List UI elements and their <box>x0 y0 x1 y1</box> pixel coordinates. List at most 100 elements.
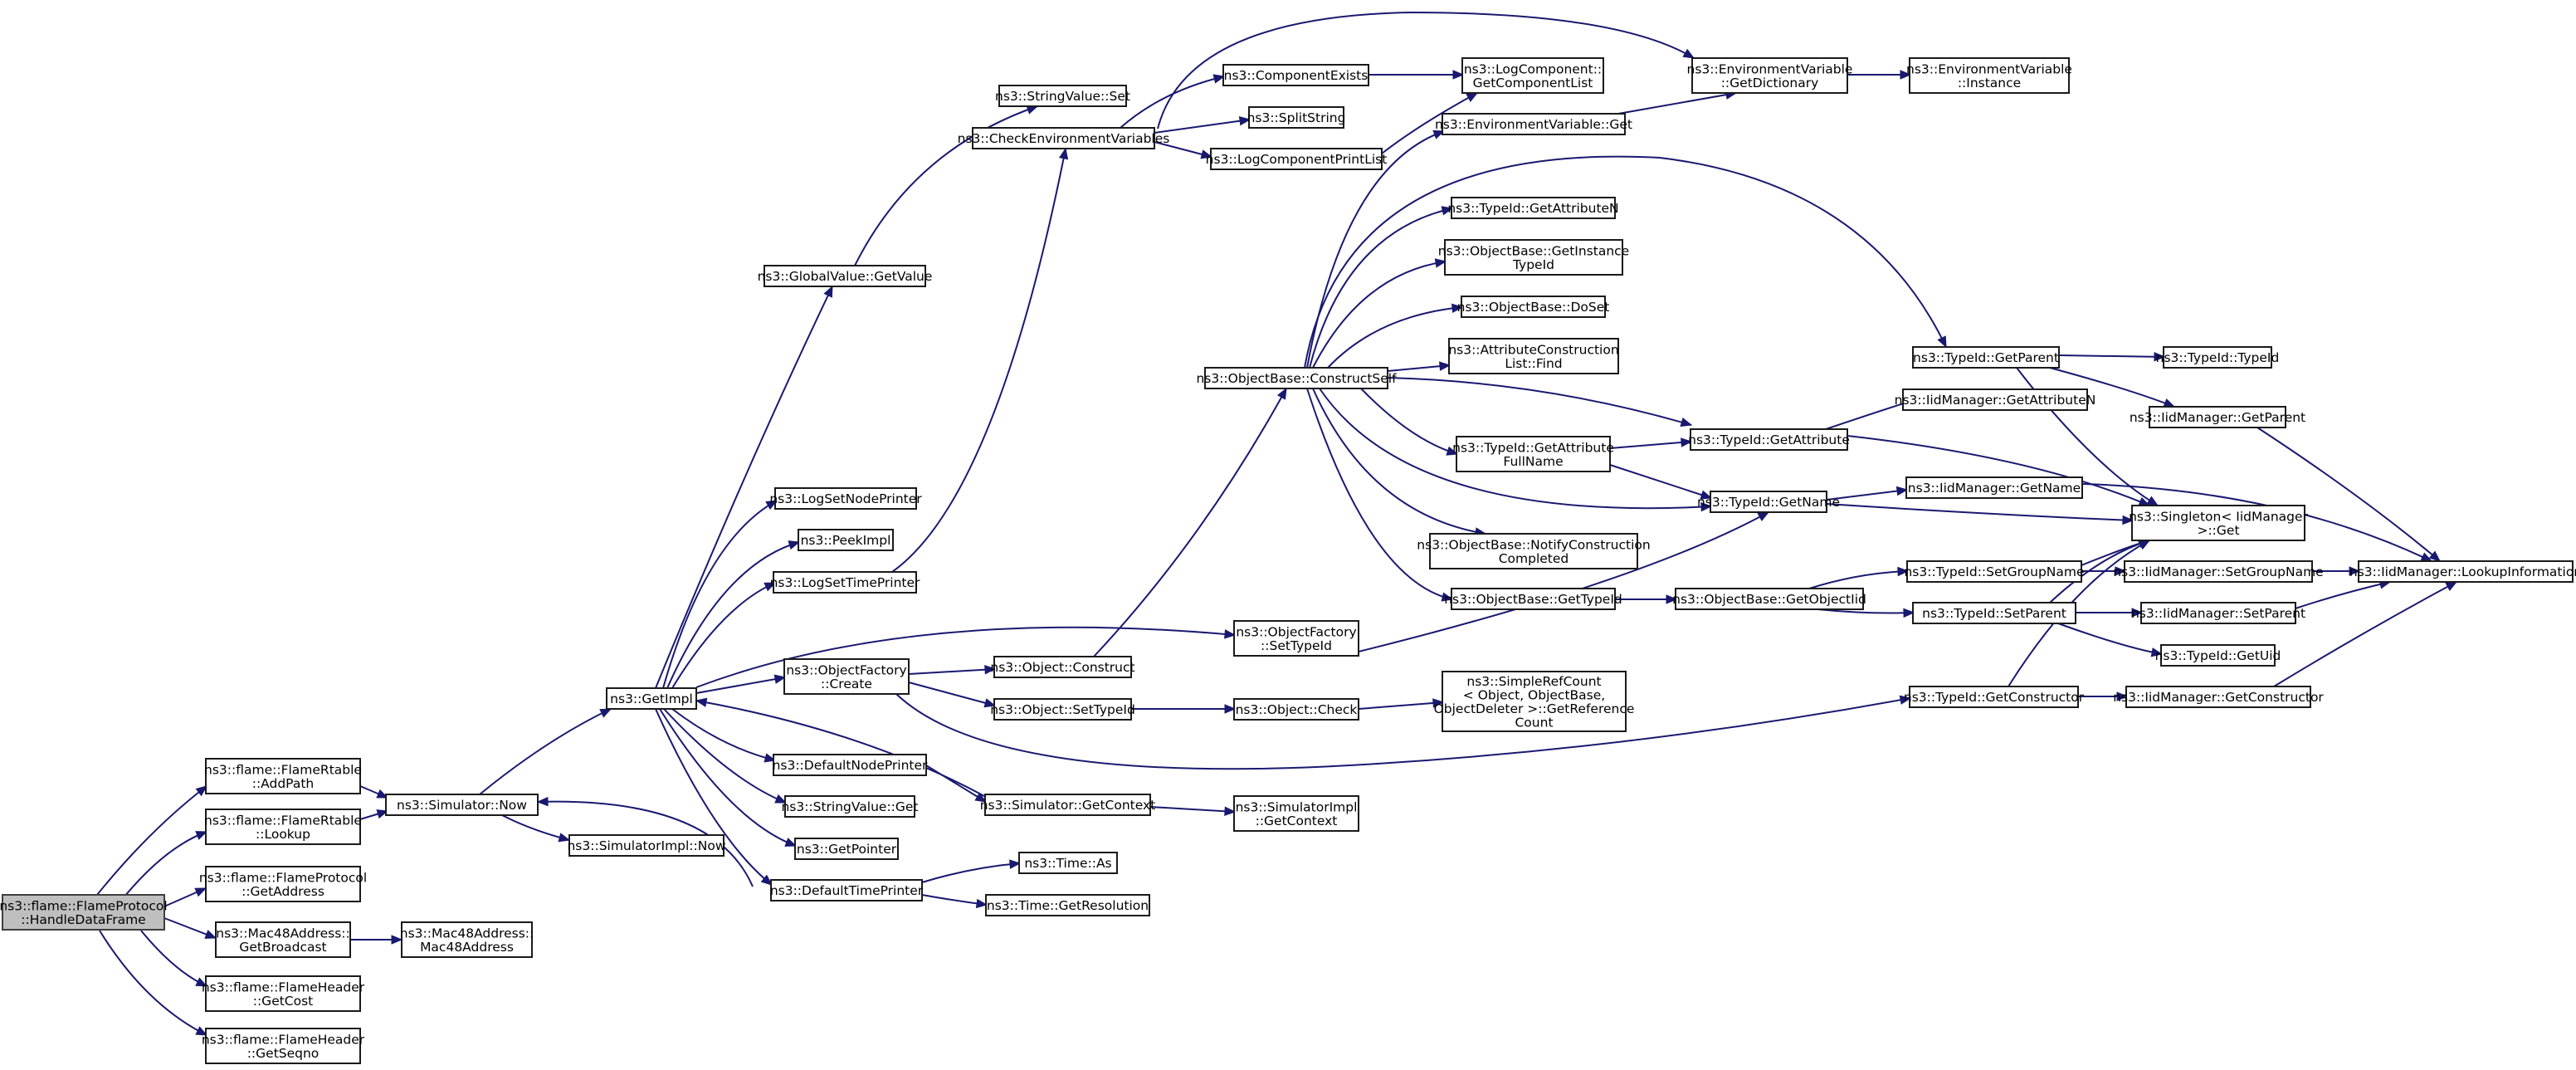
node-function[interactable]: ns3::Mac48Address::Mac48Address <box>400 921 534 958</box>
node-label: ns3::Object::SetTypeId <box>990 702 1135 717</box>
node-function[interactable]: ns3::DefaultNodePrinter <box>773 754 928 776</box>
node-function[interactable]: ns3::LogSetNodePrinter <box>769 487 922 510</box>
node-function[interactable]: ns3::LogComponentPrintList <box>1206 148 1388 170</box>
node-function[interactable]: ns3::CheckEnvironmentVariables <box>958 127 1170 149</box>
nodes-layer: ns3::flame::FlameProtocol::HandleDataFra… <box>0 57 2576 1064</box>
edge-line <box>2049 540 2150 603</box>
edge-n25-to-n34 <box>1149 806 1237 817</box>
node-function[interactable]: ns3::Object::SetTypeId <box>990 698 1135 721</box>
node-function[interactable]: ns3::SimpleRefCount< Object, ObjectBase,… <box>1434 671 1635 732</box>
node-function[interactable]: ns3::IidManager::GetName <box>1905 476 2083 499</box>
node-function[interactable]: ns3::ComponentExists <box>1222 64 1369 86</box>
node-function[interactable]: ns3::SimulatorImpl::GetContext <box>1233 795 1359 832</box>
node-box <box>2125 686 2311 708</box>
node-function[interactable]: ns3::EnvironmentVariable::Instance <box>1906 57 2072 94</box>
node-function[interactable]: ns3::TypeId::GetName <box>1697 491 1840 513</box>
node-function[interactable]: ns3::IidManager::SetGroupName <box>2113 560 2324 583</box>
node-function[interactable]: ns3::GlobalValue::GetValue <box>758 265 933 287</box>
node-function[interactable]: ns3::IidManager::LookupInformation <box>2349 560 2576 583</box>
node-function[interactable]: ns3::TypeId::GetParent <box>1912 346 2060 369</box>
node-function[interactable]: ns3::IidManager::GetConstructor <box>2113 686 2324 708</box>
node-function[interactable]: ns3::StringValue::Get <box>781 795 919 818</box>
node-function[interactable]: ns3::Simulator::GetContext <box>980 794 1156 816</box>
edge-n3-to-n8 <box>359 809 389 820</box>
arrowhead-icon <box>1434 258 1447 268</box>
edge-line <box>140 930 207 987</box>
node-function[interactable]: ns3::IidManager::SetParent <box>2131 602 2305 624</box>
arrowhead-icon <box>774 794 788 804</box>
node-function[interactable]: ns3::ObjectBase::GetObjectIid <box>1672 588 1866 610</box>
node-label: ns3::flame::FlameHeader <box>202 980 365 994</box>
node-function[interactable]: ns3::LogSetTimePrinter <box>770 571 920 594</box>
node-function[interactable]: ns3::ObjectBase::GetTypeId <box>1444 588 1622 610</box>
node-function[interactable]: ns3::flame::FlameHeader::GetSeqno <box>202 1028 365 1064</box>
node-function[interactable]: ns3::Mac48Address::GetBroadcast <box>215 921 351 958</box>
node-label: ns3::IidManager::LookupInformation <box>2349 564 2576 579</box>
node-function[interactable]: ns3::LogComponent::GetComponentList <box>1461 57 1604 94</box>
node-function[interactable]: ns3::GetPointer <box>794 838 899 860</box>
node-function[interactable]: ns3::GetImpl <box>606 687 697 710</box>
node-function[interactable]: ns3::ObjectFactory::SetTypeId <box>1233 620 1359 657</box>
node-label: ns3::SplitString <box>1247 110 1346 125</box>
node-function[interactable]: ns3::flame::FlameHeader::GetCost <box>202 975 365 1012</box>
edge-line <box>1808 570 1909 589</box>
edge-n22-to-n29 <box>1154 116 1251 134</box>
edge-n47-to-n58 <box>1826 503 2134 525</box>
edge-n54-to-n61 <box>2057 623 2164 657</box>
node-function[interactable]: ns3::Time::As <box>1018 852 1118 874</box>
node-box <box>993 656 1132 678</box>
node-function[interactable]: ns3::PeekImpl <box>798 529 894 551</box>
node-function[interactable]: ns3::TypeId::GetConstructor <box>1904 686 2085 708</box>
node-function[interactable]: ns3::TypeId::GetUid <box>2155 644 2281 667</box>
edge-n20-to-n26 <box>921 859 1022 883</box>
node-function[interactable]: ns3::TypeId::TypeId <box>2156 346 2280 369</box>
node-function[interactable]: ns3::IidManager::GetAttributeN <box>1895 388 2096 411</box>
node-function[interactable]: ns3::ObjectBase::NotifyConstructionCompl… <box>1417 533 1651 569</box>
node-function[interactable]: ns3::ObjectBase::ConstructSelf <box>1196 367 1397 389</box>
node-function[interactable]: ns3::Singleton< IidManager>::Get <box>2129 505 2309 541</box>
node-function[interactable]: ns3::SimulatorImpl::Now <box>567 834 726 857</box>
node-function[interactable]: ns3::Object::Check <box>1233 698 1359 721</box>
arrowhead-icon <box>195 785 208 797</box>
node-function[interactable]: ns3::ObjectFactory::Create <box>783 658 910 695</box>
node-function[interactable]: ns3::TypeId::GetAttributeN <box>1447 197 1619 219</box>
edge-n23-to-n31 <box>1093 387 1287 657</box>
node-function[interactable]: ns3::TypeId::GetAttribute <box>1688 428 1850 451</box>
node-function[interactable]: ns3::SplitString <box>1247 106 1346 129</box>
node-function[interactable]: ns3::StringValue::Set <box>995 85 1130 107</box>
node-label: ns3::ComponentExists <box>1224 68 1368 83</box>
arrowhead-icon <box>195 977 208 987</box>
node-function[interactable]: ns3::flame::FlameProtocol::GetAddress <box>199 866 367 902</box>
arrowhead-icon <box>1439 361 1451 371</box>
node-label: ns3::ObjectBase::NotifyConstruction <box>1417 537 1650 552</box>
node-box <box>1691 57 1848 94</box>
node-function[interactable]: ns3::EnvironmentVariable::GetDictionary <box>1687 57 1853 94</box>
node-function[interactable]: ns3::EnvironmentVariable::Get <box>1435 113 1632 135</box>
node-function[interactable]: ns3::IidManager::GetParent <box>2130 406 2305 428</box>
node-box <box>1912 346 2060 369</box>
node-function[interactable]: ns3::TypeId::SetParent <box>1912 602 2076 624</box>
node-label: ns3::TypeId::GetName <box>1697 495 1840 510</box>
arrowhead-icon <box>599 708 612 718</box>
node-label: TypeId <box>1512 257 1554 272</box>
arrowhead-icon <box>1224 629 1237 639</box>
node-function[interactable]: ns3::TypeId::SetGroupName <box>1904 560 2085 583</box>
edge-line <box>925 765 987 803</box>
edge-n50-to-n56 <box>2058 352 2166 362</box>
node-function[interactable]: ns3::Object::Construct <box>990 656 1135 678</box>
node-function[interactable]: ns3::DefaultTimePrinter <box>770 879 924 901</box>
node-function[interactable]: ns3::ObjectBase::DoSet <box>1457 296 1610 318</box>
node-function[interactable]: ns3::Time::GetResolution <box>985 894 1150 916</box>
node-function[interactable]: ns3::Simulator::Now <box>385 794 539 816</box>
node-label: ns3::StringValue::Set <box>995 89 1130 104</box>
node-label: FullName <box>1503 454 1563 469</box>
node-function[interactable]: ns3::flame::FlameRtable::AddPath <box>204 758 362 794</box>
node-function[interactable]: ns3::flame::FlameRtable::Lookup <box>204 809 362 845</box>
node-root-function[interactable]: ns3::flame::FlameProtocol::HandleDataFra… <box>0 894 168 931</box>
edge-n1-to-n6 <box>140 930 208 987</box>
node-label: ns3::Time::GetResolution <box>987 898 1149 913</box>
arrowhead-icon <box>1680 417 1693 428</box>
